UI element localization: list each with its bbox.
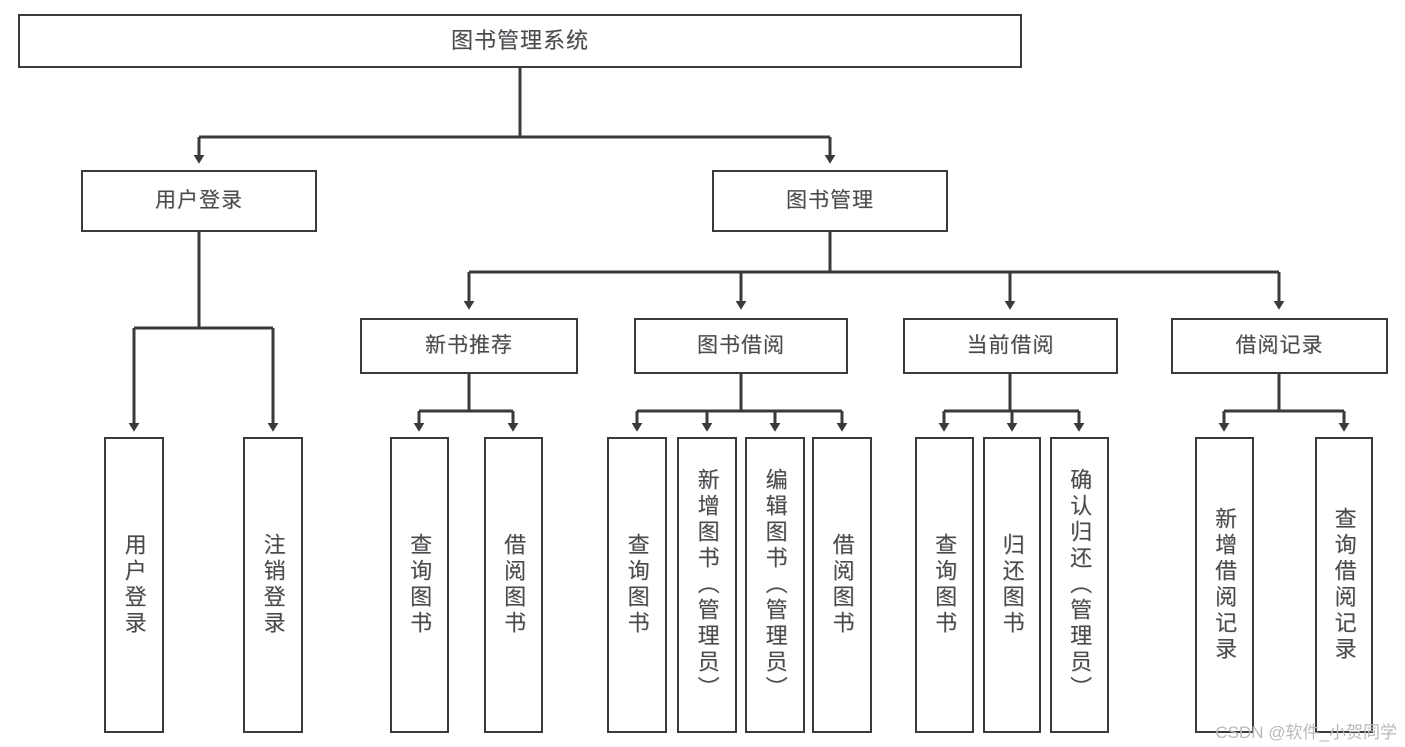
- node-label: 确认归还（管理员）: [1067, 468, 1093, 702]
- node-label: 当前借阅: [966, 333, 1055, 357]
- node-leaf-confirm-return-admin[interactable]: 确认归还（管理员）: [1050, 437, 1109, 733]
- node-leaf-add-book-admin[interactable]: 新增图书（管理员）: [677, 437, 737, 733]
- node-label: 借阅图书: [829, 533, 855, 637]
- node-book-borrow[interactable]: 图书借阅: [634, 318, 848, 374]
- node-label: 新增借阅记录: [1212, 507, 1238, 663]
- node-label: 新增图书（管理员）: [694, 468, 720, 702]
- node-leaf-add-borrow-record[interactable]: 新增借阅记录: [1195, 437, 1254, 733]
- node-label: 注销登录: [260, 533, 286, 637]
- node-label: 新书推荐: [425, 333, 513, 357]
- watermark-text: CSDN @软件_小贺同学: [1215, 723, 1397, 742]
- node-label: 查询图书: [407, 533, 433, 637]
- node-label: 用户登录: [155, 188, 243, 212]
- node-leaf-borrow-book-rec[interactable]: 借阅图书: [484, 437, 543, 733]
- node-label: 图书管理系统: [450, 28, 589, 54]
- node-leaf-user-logout[interactable]: 注销登录: [243, 437, 303, 733]
- node-leaf-query-book-borrow[interactable]: 查询图书: [607, 437, 667, 733]
- node-leaf-edit-book-admin[interactable]: 编辑图书（管理员）: [745, 437, 805, 733]
- node-current-borrow[interactable]: 当前借阅: [903, 318, 1118, 374]
- node-label: 编辑图书（管理员）: [762, 468, 788, 702]
- node-label: 借阅记录: [1235, 333, 1324, 357]
- node-leaf-query-book-current[interactable]: 查询图书: [915, 437, 974, 733]
- node-leaf-query-borrow-record[interactable]: 查询借阅记录: [1315, 437, 1373, 733]
- node-label: 图书借阅: [697, 333, 785, 357]
- node-book-management[interactable]: 图书管理: [712, 170, 948, 232]
- node-label: 用户登录: [121, 533, 147, 637]
- node-leaf-user-login[interactable]: 用户登录: [104, 437, 164, 733]
- node-user-login[interactable]: 用户登录: [81, 170, 317, 232]
- node-label: 查询借阅记录: [1331, 507, 1357, 663]
- node-label: 查询图书: [932, 533, 958, 637]
- node-label: 查询图书: [624, 533, 650, 637]
- node-leaf-borrow-book[interactable]: 借阅图书: [812, 437, 872, 733]
- node-root[interactable]: 图书管理系统: [18, 14, 1022, 68]
- node-label: 归还图书: [999, 533, 1025, 637]
- node-label: 图书管理: [786, 188, 874, 212]
- node-new-book-recommend[interactable]: 新书推荐: [360, 318, 578, 374]
- node-borrow-record[interactable]: 借阅记录: [1171, 318, 1388, 374]
- node-label: 借阅图书: [501, 533, 527, 637]
- node-leaf-query-book-rec[interactable]: 查询图书: [390, 437, 449, 733]
- node-leaf-return-book[interactable]: 归还图书: [983, 437, 1041, 733]
